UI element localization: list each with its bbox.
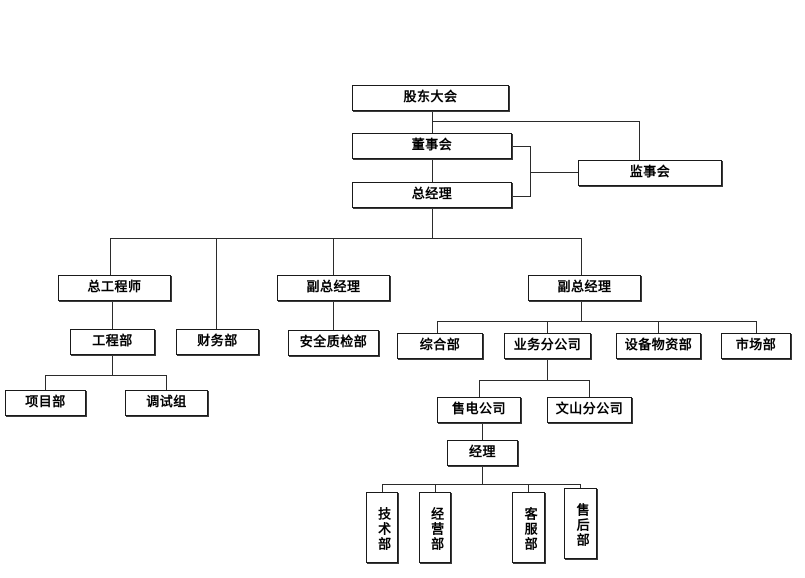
- connector-spine-to-supervisors: [530, 172, 579, 173]
- connector-business-bus-to-power-sales: [479, 380, 480, 398]
- connector-deputy2-bus-to-business-branch: [547, 321, 548, 333]
- connector-shareholders-to-directors: [432, 111, 433, 134]
- connector-manager-bus-to-customer-service: [528, 484, 529, 493]
- node-engineering-dept[interactable]: 工程部: [70, 329, 155, 355]
- connector-deputy1-to-safety: [333, 301, 334, 330]
- connector-power-sales-to-manager: [482, 423, 483, 440]
- connector-engineering-bus-to-commissioning: [166, 375, 167, 390]
- connector-shareholders-branch-to-supervisors: [432, 121, 640, 122]
- connector-bus-to-deputy-1: [333, 238, 334, 275]
- connector-engineering-bus: [45, 375, 167, 376]
- connector-manager-bus: [382, 484, 581, 485]
- node-marketing-dept[interactable]: 市场部: [721, 333, 791, 359]
- connector-deputy2-bus-to-general-affairs: [437, 321, 438, 333]
- connector-chief-engineer-to-engineering: [112, 301, 113, 329]
- node-technical-dept[interactable]: 技术部: [366, 492, 398, 563]
- connector-deputy2-bus-to-marketing: [756, 321, 757, 333]
- node-operations-dept[interactable]: 经营部: [419, 492, 451, 563]
- connector-business-bus-to-wenshan: [589, 380, 590, 398]
- node-general-affairs-dept[interactable]: 综合部: [397, 333, 483, 359]
- node-power-sales-company[interactable]: 售电公司: [437, 397, 521, 423]
- connector-supervisors-drop: [639, 121, 640, 161]
- connector-directors-to-gm: [432, 159, 433, 182]
- node-deputy-general-manager-2[interactable]: 副总经理: [528, 275, 641, 301]
- connector-engineering-down: [112, 355, 113, 375]
- connector-bus-to-finance: [216, 238, 217, 329]
- connector-level4-bus: [110, 238, 581, 239]
- node-project-dept[interactable]: 项目部: [5, 390, 86, 416]
- connector-directors-gm-right-spine: [530, 146, 531, 196]
- connector-gm-right-stub: [512, 196, 531, 197]
- connector-bus-to-chief-engineer: [110, 238, 111, 275]
- connector-deputy2-down: [581, 301, 582, 321]
- node-board-of-supervisors[interactable]: 监事会: [578, 160, 722, 186]
- node-finance-dept[interactable]: 财务部: [176, 329, 259, 355]
- connector-business-branch-bus: [479, 380, 590, 381]
- node-commissioning-team[interactable]: 调试组: [125, 390, 208, 416]
- node-equipment-materials-dept[interactable]: 设备物资部: [616, 333, 701, 359]
- connector-bus-to-deputy-2: [581, 238, 582, 275]
- node-chief-engineer[interactable]: 总工程师: [58, 275, 171, 301]
- connector-manager-bus-to-after-sales: [580, 484, 581, 489]
- connector-manager-down: [482, 466, 483, 484]
- node-safety-quality-dept[interactable]: 安全质检部: [288, 330, 379, 356]
- connector-deputy2-bus-to-equipment: [658, 321, 659, 333]
- node-shareholders-meeting[interactable]: 股东大会: [352, 85, 509, 111]
- node-general-manager[interactable]: 总经理: [352, 182, 512, 208]
- node-customer-service-dept[interactable]: 客服部: [512, 492, 545, 563]
- node-manager[interactable]: 经理: [447, 440, 518, 466]
- connector-gm-down-to-bus: [432, 207, 433, 238]
- connector-business-branch-down: [547, 359, 548, 380]
- node-board-of-directors[interactable]: 董事会: [352, 133, 512, 159]
- node-business-branch-company[interactable]: 业务分公司: [504, 333, 591, 359]
- node-wenshan-branch-company[interactable]: 文山分公司: [547, 397, 632, 423]
- connector-manager-bus-to-operations: [435, 484, 436, 493]
- connector-manager-bus-to-technical: [382, 484, 383, 493]
- connector-directors-right-stub: [512, 146, 531, 147]
- node-deputy-general-manager-1[interactable]: 副总经理: [277, 275, 390, 301]
- connector-engineering-bus-to-project: [45, 375, 46, 390]
- connector-deputy2-bus: [437, 321, 756, 322]
- node-after-sales-dept[interactable]: 售后部: [564, 488, 597, 559]
